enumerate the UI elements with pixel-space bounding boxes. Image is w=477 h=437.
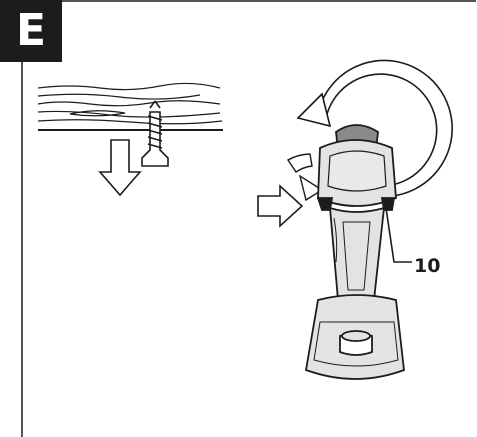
figure-letter-badge: E [0,0,62,62]
drill [304,124,405,380]
down-arrow-icon [98,139,142,197]
screw [141,100,169,167]
callout-leader-line [385,207,412,263]
small-rotation-arc [286,153,324,202]
callout-number: 10 [414,255,441,277]
right-arrow-icon [257,184,304,228]
wood-board [37,82,223,131]
